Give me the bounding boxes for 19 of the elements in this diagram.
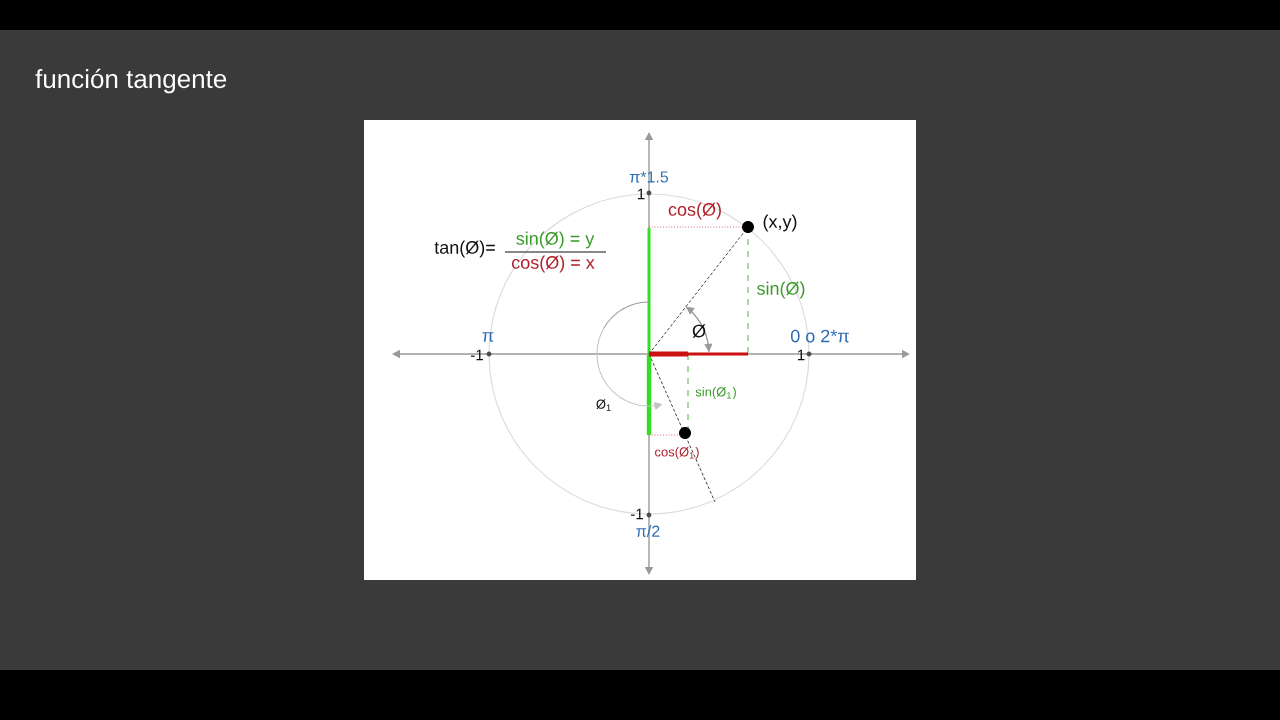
formula-text: cos(Ø) = x: [512, 255, 595, 273]
segment-label: cos(Ø): [668, 202, 721, 220]
axis-label: π: [482, 332, 494, 342]
tick-label: -1: [471, 349, 483, 361]
formula-text: tan(Ø)=: [434, 240, 495, 258]
axis-label: 0 o 2*π: [790, 329, 849, 343]
tick-label: 1: [637, 188, 645, 200]
axis-label: π/2: [636, 525, 660, 537]
point-label: (x,y): [763, 214, 797, 232]
segment-label: cos(Ø$_{1}$): [655, 446, 699, 460]
angle-label: Ø$_{1}$: [596, 399, 611, 411]
axis-label: π*1.5: [629, 171, 669, 183]
formula-text: sin(Ø) = y: [516, 231, 595, 249]
title: función tangente: [35, 68, 227, 94]
segment-label: sin(Ø): [757, 281, 805, 299]
tick-label: -1: [631, 508, 643, 520]
segment-label: sin(Ø$_{1}$): [695, 386, 736, 400]
tick-label: 1: [797, 349, 805, 361]
angle-label: Ø: [692, 324, 706, 338]
